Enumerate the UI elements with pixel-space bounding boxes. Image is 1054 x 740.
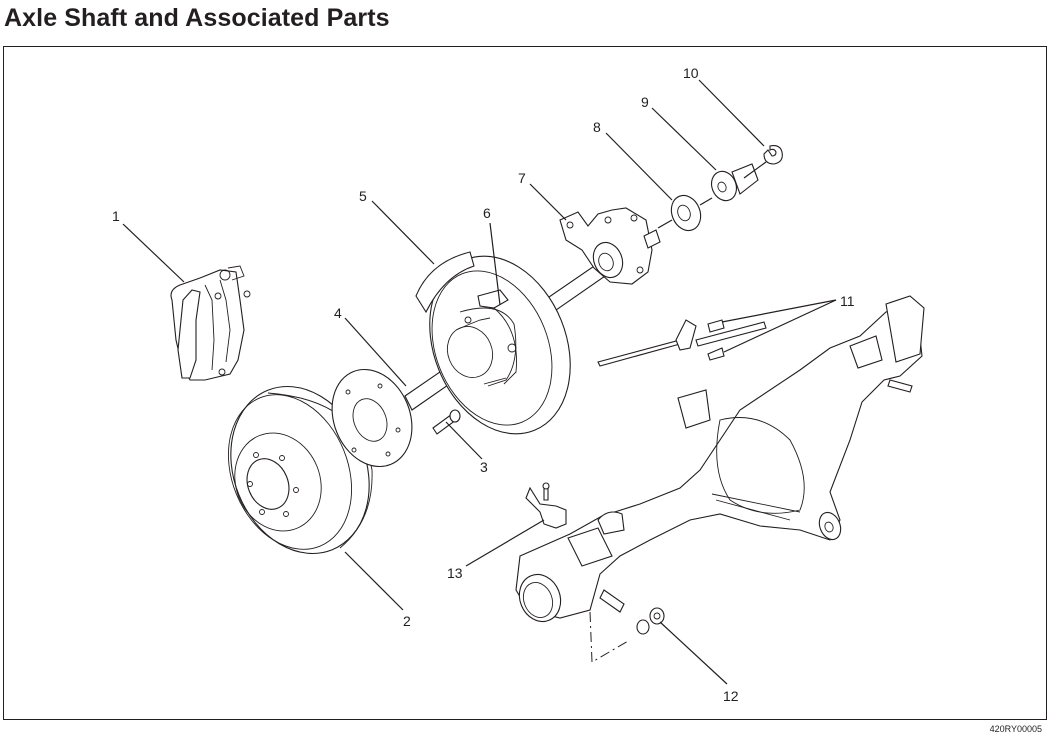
diagram-frame — [3, 46, 1047, 720]
wheel-stud — [432, 409, 461, 435]
oil-seal — [670, 194, 702, 232]
bearing — [710, 163, 759, 202]
callout-9: 9 — [641, 94, 649, 110]
brake-caliper — [170, 265, 251, 381]
leader-line-6 — [489, 222, 501, 306]
callout-13: 13 — [447, 565, 463, 581]
leader-line-2 — [344, 551, 404, 611]
figure-id: 420RY00005 — [989, 724, 1042, 734]
axis-line — [699, 197, 713, 206]
callout-1: 1 — [112, 208, 120, 224]
page-title: Axle Shaft and Associated Parts — [4, 4, 390, 32]
axle-housing — [515, 295, 925, 623]
leader-line-1 — [122, 223, 185, 283]
leader-line-12 — [659, 621, 728, 685]
leader-line-3 — [445, 421, 483, 460]
leader-line-8 — [605, 132, 673, 201]
leader-line-11b — [723, 299, 837, 353]
backing-plate — [415, 251, 571, 435]
leader-line-5 — [371, 200, 435, 265]
brake-disc — [227, 385, 373, 555]
wheel-speed-sensor — [525, 482, 567, 529]
callout-10: 10 — [683, 65, 699, 81]
axis-line — [657, 219, 673, 229]
callout-6: 6 — [483, 205, 491, 221]
leader-line-11a — [721, 299, 837, 323]
callout-5: 5 — [359, 188, 367, 204]
parking-brake-shoe — [477, 289, 517, 385]
callout-8: 8 — [593, 119, 601, 135]
nut-and-washer — [636, 607, 665, 635]
assembly-path-line — [589, 611, 631, 663]
callout-11: 11 — [840, 293, 855, 309]
callout-12: 12 — [723, 688, 739, 704]
snap-ring — [763, 145, 783, 165]
leader-line-13 — [465, 519, 545, 567]
callout-7: 7 — [518, 170, 526, 186]
leader-line-10 — [698, 79, 765, 147]
callout-3: 3 — [480, 459, 488, 475]
callout-2: 2 — [403, 613, 411, 629]
leader-line-9 — [651, 107, 717, 171]
parking-brake-cable — [597, 319, 767, 367]
leader-line-7 — [529, 183, 567, 221]
axis-line — [743, 161, 767, 179]
callout-4: 4 — [334, 305, 342, 321]
bearing-retainer-housing — [559, 207, 661, 285]
leader-line-4 — [344, 317, 407, 387]
